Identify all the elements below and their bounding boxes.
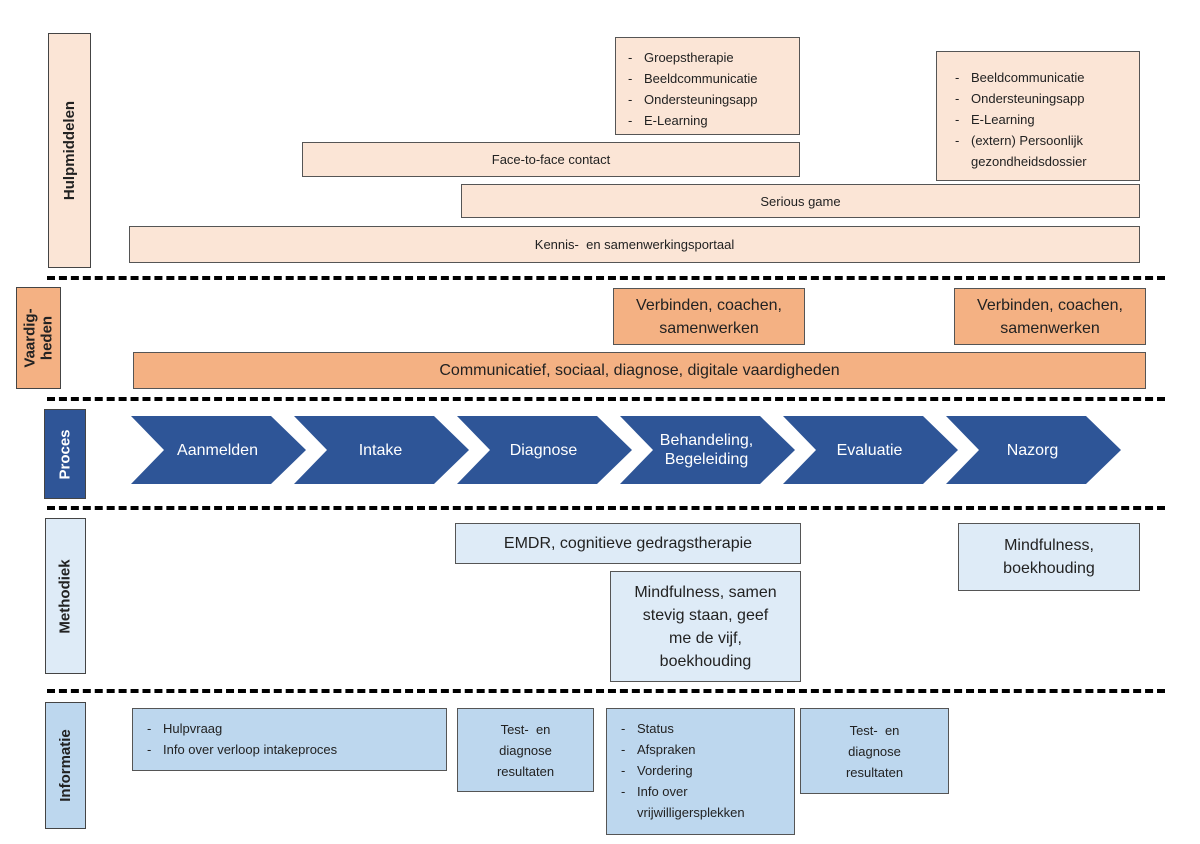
list-item: Afspraken [617, 739, 790, 760]
list-item: Info over verloop intakeproces [143, 739, 442, 760]
vaardigheden-box-2: Verbinden, coachen, samenwerken [954, 288, 1146, 345]
process-step-label: Aanmelden [177, 441, 258, 459]
informatie-list-2: Status Afspraken Vordering Info over vri… [606, 708, 795, 835]
process-step-label: Intake [358, 441, 403, 459]
process-step-label: Behandeling,Begeleiding [659, 432, 754, 468]
process-chevron [131, 416, 306, 484]
list-item: Ondersteuningsapp [624, 89, 795, 110]
vaardigheden-box-1: Verbinden, coachen, samenwerken [613, 288, 805, 345]
methodiek-emdr: EMDR, cognitieve gedragstherapie [455, 523, 801, 564]
list-item: (extern) Persoonlijk gezondheidsdossier [951, 130, 1133, 172]
separator-1 [47, 276, 1165, 280]
process-chevron [294, 416, 469, 484]
process-chevron [457, 416, 632, 484]
face-to-face-bar: Face-to-face contact [302, 142, 800, 177]
methodiek-mindfulness-2: Mindfulness, samen stevig staan, geef me… [610, 571, 801, 682]
row-label-informatie: Informatie [45, 702, 86, 829]
separator-3 [47, 506, 1165, 510]
list-item: E-Learning [951, 109, 1133, 130]
row-label-hulpmiddelen: Hulpmiddelen [48, 33, 91, 268]
process-chevron [620, 416, 795, 484]
process-chevron [946, 416, 1121, 484]
separator-2 [47, 397, 1165, 401]
separator-4 [47, 689, 1165, 693]
list-item: E-Learning [624, 110, 795, 131]
process-step-label: Diagnose [509, 441, 578, 459]
list-item: Beeldcommunicatie [624, 68, 795, 89]
list-item: Info over vrijwilligersplekken [617, 781, 790, 823]
informatie-test-2: Test- en diagnose resultaten [800, 708, 949, 794]
list-item: Groepstherapie [624, 47, 795, 68]
list-item: Vordering [617, 760, 790, 781]
row-label-proces: Proces [44, 409, 86, 499]
informatie-test-1: Test- en diagnose resultaten [457, 708, 594, 792]
hulpmiddelen-list-2: Beeldcommunicatie Ondersteuningsapp E-Le… [936, 51, 1140, 181]
process-step-label: Evaluatie [836, 441, 903, 459]
list-item: Beeldcommunicatie [951, 67, 1133, 88]
serious-game-bar: Serious game [461, 184, 1140, 218]
informatie-list-1: Hulpvraag Info over verloop intakeproces [132, 708, 447, 771]
methodiek-mindfulness-1: Mindfulness, boekhouding [958, 523, 1140, 591]
portaal-bar: Kennis- en samenwerkingsportaal [129, 226, 1140, 263]
process-step-label: Nazorg [1006, 441, 1059, 459]
list-item: Status [617, 718, 790, 739]
row-label-vaardigheden: Vaardig- heden [16, 287, 61, 389]
hulpmiddelen-list-1: Groepstherapie Beeldcommunicatie Onderst… [615, 37, 800, 135]
vaardigheden-wide-bar: Communicatief, sociaal, diagnose, digita… [133, 352, 1146, 389]
process-chevron [783, 416, 958, 484]
list-item: Ondersteuningsapp [951, 88, 1133, 109]
list-item: Hulpvraag [143, 718, 442, 739]
row-label-methodiek: Methodiek [45, 518, 86, 674]
